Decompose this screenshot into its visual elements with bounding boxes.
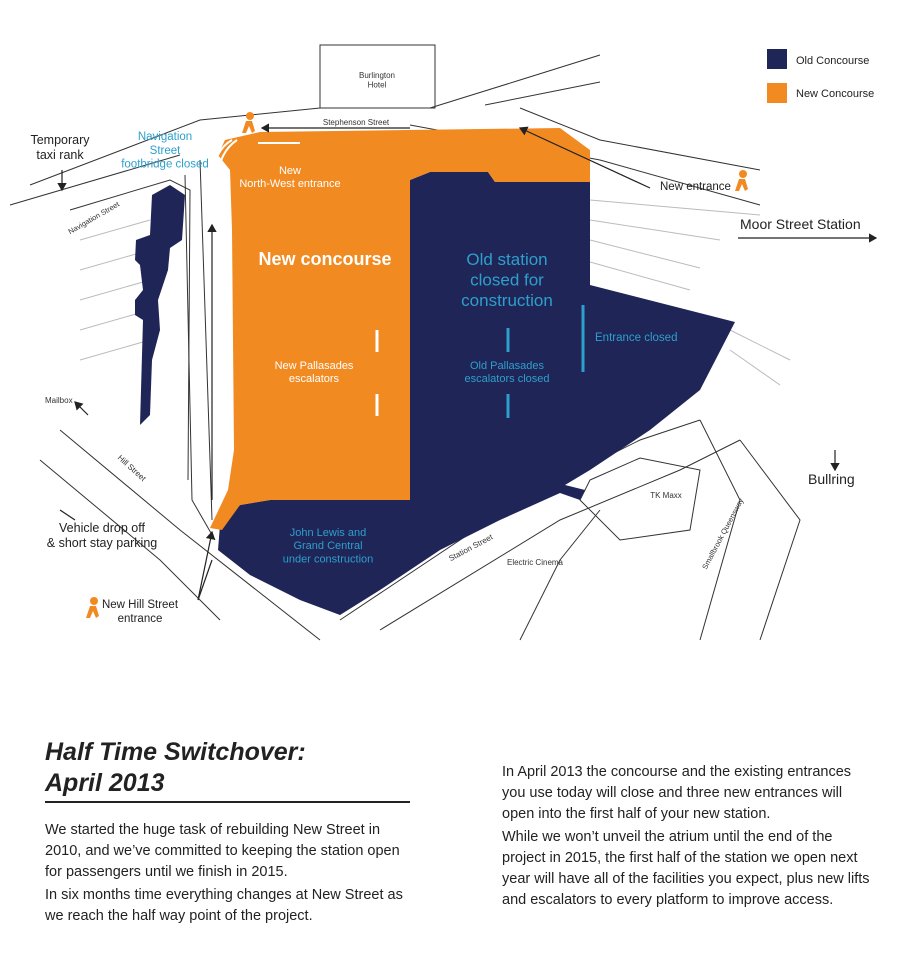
legend-old-label: Old Concourse bbox=[796, 55, 869, 67]
railway-tracks bbox=[79, 199, 791, 386]
pedestrian-icon bbox=[242, 112, 255, 133]
direction-arrows bbox=[57, 123, 878, 601]
mailbox-structure bbox=[135, 185, 185, 425]
title-divider bbox=[45, 801, 410, 803]
new-concourse-label: New concourse bbox=[258, 249, 391, 269]
legend-old-swatch bbox=[767, 49, 787, 69]
tk-maxx-label: TK Maxx bbox=[650, 491, 682, 500]
hill-street-label: Hill Street bbox=[116, 453, 148, 483]
entrance-closed-label: Entrance closed bbox=[595, 332, 677, 344]
escalator-markers bbox=[211, 139, 585, 418]
electric-cinema-label: Electric Cinema bbox=[507, 558, 564, 567]
article-title-line1: Half Time Switchover: bbox=[45, 738, 306, 766]
legend-new-label: New Concourse bbox=[796, 88, 874, 100]
article-paragraph-4: While we won’t unveil the atrium until t… bbox=[502, 829, 870, 908]
legend-new-swatch bbox=[767, 83, 787, 103]
new-concourse-area bbox=[210, 128, 590, 530]
bullring-label: Bullring bbox=[808, 471, 855, 487]
article-title: Half Time Switchover: April 2013 bbox=[45, 737, 306, 799]
article-paragraph-3: In April 2013 the concourse and the exis… bbox=[502, 764, 852, 822]
article-title-line2: April 2013 bbox=[45, 769, 165, 797]
legend: Old Concourse New Concourse bbox=[767, 49, 874, 103]
old-concourse-area bbox=[218, 172, 735, 615]
article-paragraph-2: In six months time everything changes at… bbox=[45, 887, 403, 924]
pedestrian-icon bbox=[735, 170, 748, 191]
new-entrance-label: New entrance bbox=[660, 181, 731, 193]
article-paragraph-1: We started the huge task of rebuilding N… bbox=[45, 822, 400, 880]
moor-street-station-label: Moor Street Station bbox=[740, 216, 861, 232]
stephenson-street-label: Stephenson Street bbox=[323, 118, 390, 127]
mailbox-label: Mailbox bbox=[45, 396, 73, 405]
pedestrian-icon bbox=[86, 597, 99, 618]
vehicle-drop-off-label: Vehicle drop off& short stay parking bbox=[47, 521, 158, 550]
